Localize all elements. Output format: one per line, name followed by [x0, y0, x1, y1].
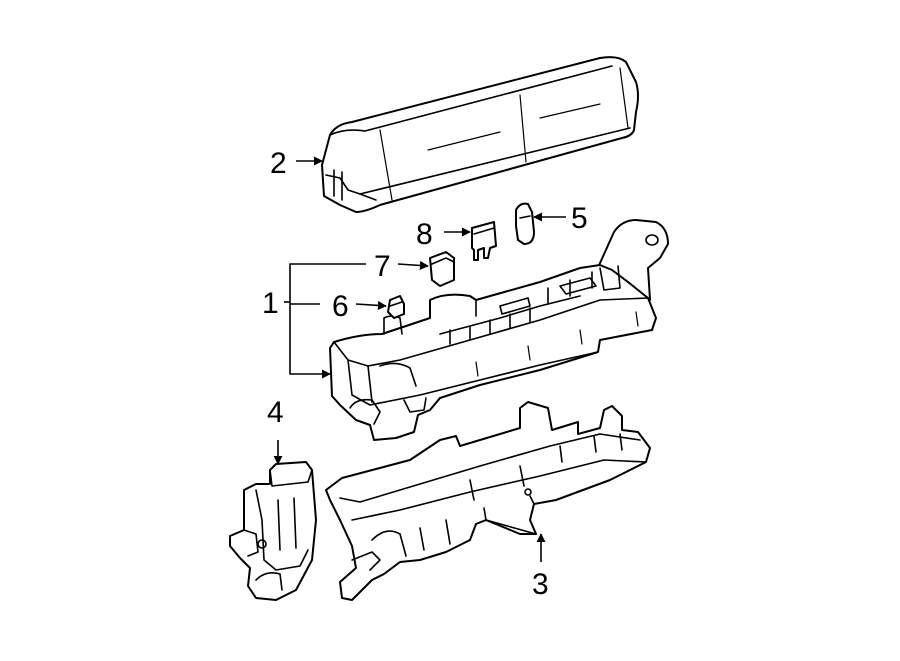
- relay: [429, 251, 455, 287]
- blade-fuse: [471, 221, 497, 261]
- callout-5: 5: [571, 202, 588, 235]
- lower-case: [325, 401, 651, 601]
- callout-3: 3: [532, 568, 549, 601]
- relay-holder: [229, 461, 317, 601]
- callout-2: 2: [270, 147, 287, 180]
- relay-clip: [515, 202, 535, 245]
- callout-4: 4: [267, 396, 284, 429]
- small-fuse: [387, 295, 405, 319]
- callout-6: 6: [332, 290, 349, 323]
- callout-8: 8: [416, 218, 433, 251]
- callout-1: 1: [262, 287, 279, 320]
- upper-cover: [321, 56, 639, 213]
- leader-lines: [273, 156, 566, 562]
- fuse-relay-box: [329, 219, 669, 441]
- callout-7: 7: [374, 250, 391, 283]
